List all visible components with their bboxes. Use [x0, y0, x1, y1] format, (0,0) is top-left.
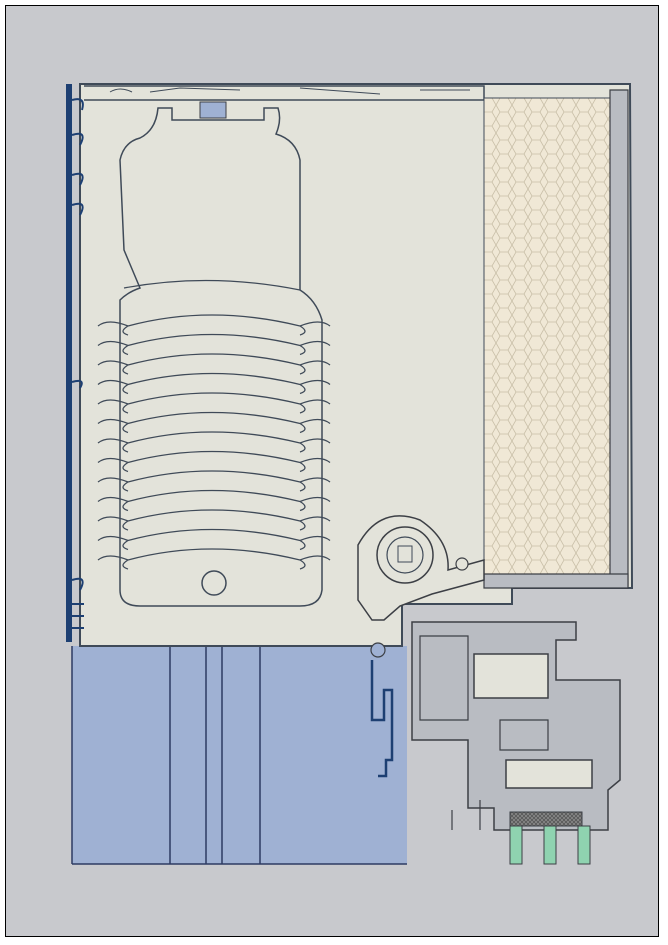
- curtain-slat: [97, 450, 331, 473]
- curtain-slat: [97, 411, 331, 434]
- curtain-slat: [97, 528, 331, 551]
- curtain-slat: [97, 548, 331, 570]
- shutter-curtain-roll: [119, 101, 323, 607]
- curtain-slat: [97, 333, 331, 356]
- curtain-slat: [97, 470, 331, 492]
- curtain-slat: [97, 372, 331, 395]
- curtain-slat: [97, 314, 331, 336]
- curtain-slat: [97, 392, 331, 414]
- guide-rail: [370, 660, 394, 778]
- pulley-bracket: [357, 515, 485, 658]
- curtain-slat: [97, 353, 331, 375]
- drainage-mesh: [509, 811, 583, 827]
- insulation-panel: [483, 97, 611, 575]
- curtain-slats: [97, 314, 331, 570]
- window-frame-profile: [411, 621, 621, 831]
- right-wall-profile: [609, 89, 629, 587]
- window-gaskets: [509, 825, 591, 865]
- curtain-slat: [97, 431, 331, 453]
- curtain-slat: [97, 489, 331, 512]
- curtain-slat: [97, 509, 331, 531]
